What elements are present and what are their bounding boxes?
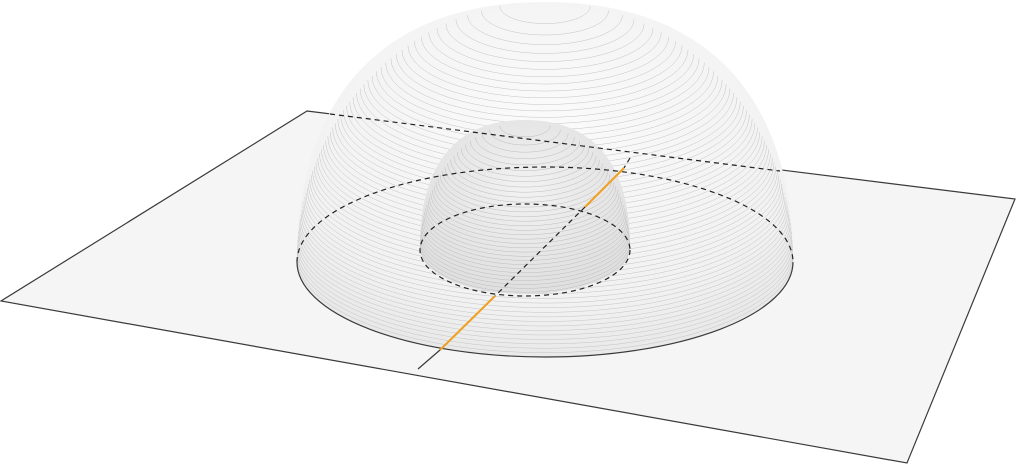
contour-line [297, 240, 793, 336]
contour-line [475, 137, 575, 159]
contour-line [499, 125, 551, 137]
contour-line [467, 14, 623, 45]
contour-line [300, 214, 790, 308]
contour-line [442, 170, 608, 208]
contour-line [303, 201, 787, 294]
contour-line [447, 163, 603, 198]
contour-line [300, 218, 790, 313]
section-line-hidden-middle [494, 206, 586, 297]
contour-line [297, 244, 793, 340]
contour-line [401, 49, 689, 105]
contour-line [299, 222, 791, 318]
contour-line [424, 212, 626, 257]
contour-line [395, 53, 695, 112]
contour-line [457, 152, 593, 183]
contour-line [428, 32, 662, 78]
contour-line [489, 129, 561, 146]
contour-line [390, 58, 700, 118]
section-line-highlight-lower [439, 295, 496, 351]
contour-line [427, 201, 623, 244]
contour-line [298, 227, 792, 322]
contour-line [421, 36, 669, 85]
contour-line [302, 205, 788, 299]
contour-line [469, 140, 581, 166]
contour-line [414, 40, 676, 92]
contour-line [421, 227, 629, 273]
contour-line [297, 248, 793, 345]
contour-line [455, 19, 635, 54]
contour-line [420, 238, 630, 285]
inner-base-hidden [419, 203, 631, 297]
contour-line [453, 155, 597, 188]
contour-line [445, 23, 645, 62]
section-line-highlight-upper [584, 167, 625, 208]
contour-line [297, 235, 793, 331]
contour-line [422, 219, 628, 265]
contour-line [465, 144, 585, 171]
contour-line [433, 185, 617, 227]
outer-base-front [296, 261, 794, 358]
contour-line [421, 223, 629, 269]
contour-line [444, 167, 606, 203]
contour-line [296, 253, 794, 349]
contour-line [419, 246, 631, 293]
contour-line [420, 231, 630, 277]
contour-line [436, 27, 654, 70]
contour-line [420, 234, 630, 281]
contour-line [296, 257, 794, 353]
contour-line [298, 231, 792, 327]
contour-line [407, 45, 683, 99]
section-line-visible-bottom [417, 349, 441, 370]
contour-line [450, 159, 600, 193]
contour-line [481, 133, 569, 153]
contour-line [425, 208, 625, 253]
plane-far-edge-hidden [329, 113, 781, 172]
contour-line [423, 216, 627, 261]
contour-line [419, 242, 631, 289]
section-line-hidden-top [623, 157, 631, 169]
contour-line [301, 209, 789, 304]
outer-base-back-hidden [296, 166, 794, 263]
contour-line [499, 6, 591, 24]
